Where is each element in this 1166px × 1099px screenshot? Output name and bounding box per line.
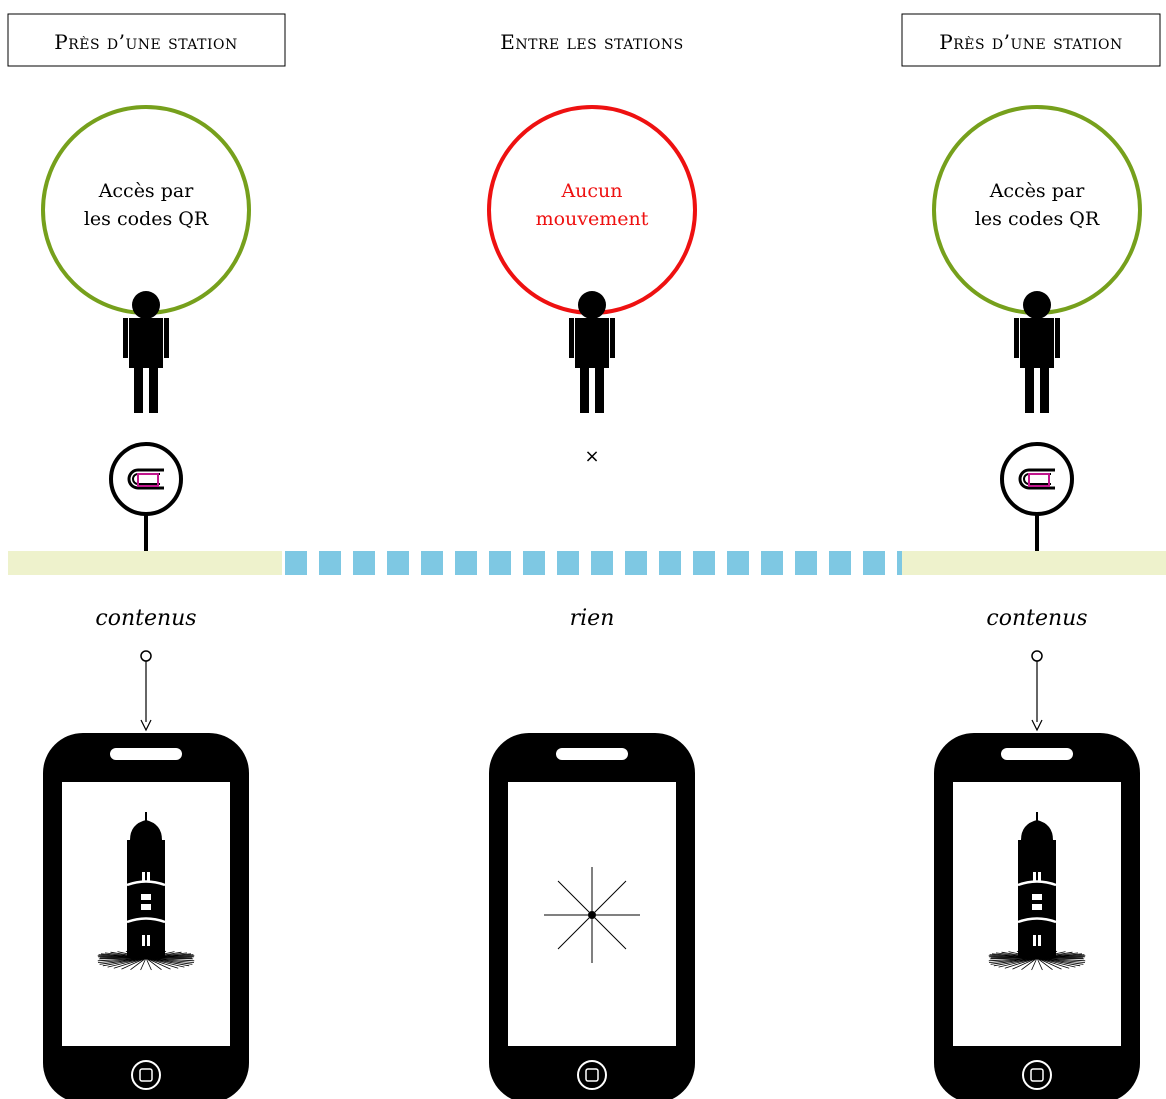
circle-label-line-2: les codes QR: [975, 208, 1100, 230]
no-tag-mark: ×: [584, 446, 599, 467]
gap-dash: [421, 551, 443, 575]
gap-dash: [523, 551, 545, 575]
heading-box: [901, 13, 1161, 67]
station-track-left: [8, 551, 282, 575]
gap-dash: [795, 551, 817, 575]
column-station-left: Près d’une station Accès par les codes Q…: [7, 13, 286, 1099]
caption: contenus: [95, 606, 196, 631]
circle-label-line-1: Accès par: [98, 180, 195, 202]
qr-tag-icon: [1000, 442, 1074, 551]
smartphone-icon: [934, 733, 1140, 1099]
gap-dash: [693, 551, 715, 575]
person-icon: [569, 291, 615, 413]
gap-dash: [625, 551, 647, 575]
gap-dash: [727, 551, 749, 575]
person-icon: [123, 291, 169, 413]
gap-dash: [455, 551, 477, 575]
qr-tag-icon: [109, 442, 183, 551]
circle-label-line-2: les codes QR: [84, 208, 209, 230]
gap-dash: [829, 551, 851, 575]
heading-box: [7, 13, 286, 67]
heading: Près d’une station: [54, 30, 237, 54]
station-track-right: [902, 551, 1166, 575]
circle-label-line-2: mouvement: [536, 208, 649, 230]
starburst-icon: [544, 867, 640, 963]
gap-dash: [897, 551, 902, 575]
gap-dash: [761, 551, 783, 575]
gap-dashes: [285, 551, 902, 575]
track: [8, 551, 1166, 575]
gap-dash: [659, 551, 681, 575]
caption: rien: [570, 606, 615, 631]
gap-dash: [387, 551, 409, 575]
circle-label-line-1: Aucun: [560, 180, 622, 202]
heading: Près d’une station: [939, 30, 1122, 54]
gap-dash: [285, 551, 307, 575]
link-arrow: [140, 650, 152, 732]
smartphone-icon: [489, 733, 695, 1099]
person-icon: [1014, 291, 1060, 413]
smartphone-icon: [43, 733, 249, 1099]
heading: Entre les stations: [500, 30, 683, 54]
column-between-stations: Entre les stations Aucun mouvement × rie…: [487, 30, 697, 1099]
column-station-right: Près d’une station Accès par les codes Q…: [901, 13, 1161, 1099]
gap-dash: [319, 551, 341, 575]
gap-dash: [353, 551, 375, 575]
gap-dash: [489, 551, 511, 575]
gap-dash: [591, 551, 613, 575]
gap-dash: [557, 551, 579, 575]
circle-label-line-1: Accès par: [989, 180, 1086, 202]
gap-dash: [863, 551, 885, 575]
caption: contenus: [986, 606, 1087, 631]
link-arrow: [1031, 650, 1043, 732]
